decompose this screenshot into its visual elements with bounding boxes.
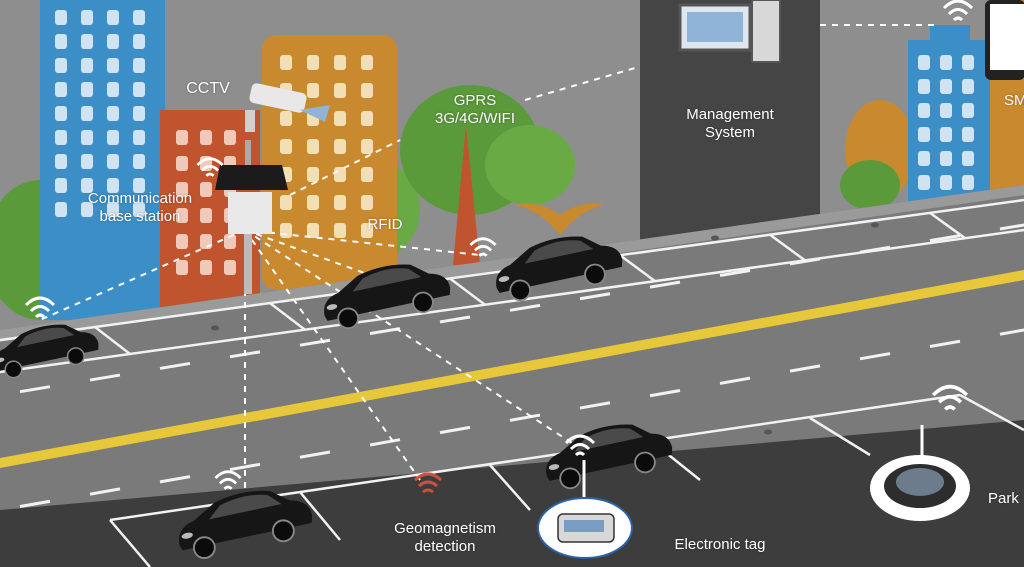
rfid-label: RFID [367,216,403,233]
base-station-label: Communication base station [87,190,193,225]
parking-lines [0,198,1024,567]
electronic-tag-icon [537,460,633,559]
wifi-icon [942,0,974,22]
wifi-icons [24,0,974,490]
car-icon [324,264,451,330]
parking-label: Park [988,490,1019,507]
wifi-icon [196,157,224,177]
gprs-tower [453,125,480,265]
geomagnetism-signal-icon [413,472,443,494]
wifi-icon [24,296,56,319]
wifi-icon [214,470,242,490]
cctv-label: CCTV [186,80,230,97]
signal-links [39,24,940,490]
wifi-icon [931,384,969,411]
wifi-icon [564,434,596,457]
electronic-tag-label: Electronic tag [674,536,766,553]
management-system-label: Management System [686,106,774,141]
car-icon [496,236,623,302]
lane-dashes [19,223,1024,508]
gprs-label: GPRS 3G/4G/WIFI [434,92,515,127]
geomagnetism-label: Geomagnetism detection [394,520,496,555]
car-icon [179,490,313,560]
car-icon [546,424,673,490]
sms-label: SM [1004,92,1024,109]
car-icon [0,324,99,379]
wifi-icon [469,237,497,257]
cctv-camera-icon [245,83,330,132]
cars [0,236,673,560]
smartphone-icon [985,0,1024,80]
computer-icon [678,0,781,63]
base-station-icon [215,140,288,294]
parking-sensor-icon [870,425,970,521]
